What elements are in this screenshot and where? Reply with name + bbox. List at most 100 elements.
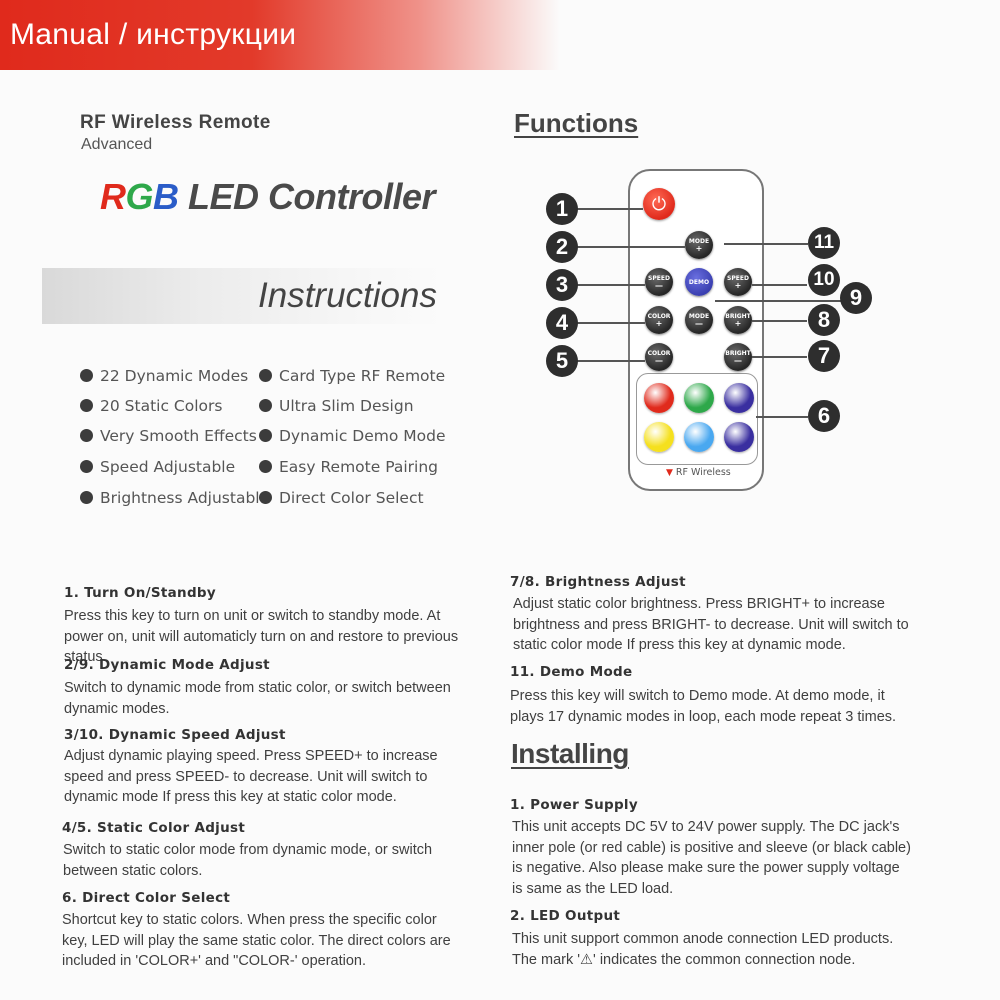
callout-number-9: 9	[840, 282, 872, 314]
feature-item: Direct Color Select	[259, 489, 424, 507]
section-title: 1. Power Supply	[510, 797, 638, 813]
color-key-sky-blue	[684, 422, 714, 452]
callout-number-3: 3	[546, 269, 578, 301]
section-title: 7/8. Brightness Adjust	[510, 574, 686, 590]
section-title: 2. LED Output	[510, 908, 621, 924]
bullet-icon	[80, 460, 93, 473]
callout-line	[752, 284, 807, 286]
color-key-green	[684, 383, 714, 413]
instructions-title: Instructions	[258, 276, 437, 315]
callout-line	[756, 416, 808, 418]
mode-minus-button: MODE—	[685, 306, 713, 334]
callout-line	[752, 320, 807, 322]
color-minus-button: COLOR—	[645, 343, 673, 371]
callout-number-1: 1	[546, 193, 578, 225]
section-body: Shortcut key to static colors. When pres…	[62, 912, 451, 969]
section-body: Press this key to turn on unit or switch…	[64, 608, 459, 665]
top-banner	[0, 0, 560, 70]
product-title: RGB LED Controller	[100, 176, 436, 218]
section-title: 2/9. Dynamic Mode Adjust	[64, 657, 270, 673]
product-title-rest: LED Controller	[178, 176, 436, 217]
feature-label: 20 Static Colors	[100, 397, 223, 415]
product-letter-r: R	[100, 176, 126, 217]
callout-number-4: 4	[546, 307, 578, 339]
section-title: 4/5. Static Color Adjust	[62, 820, 246, 836]
feature-label: Brightness Adjustable	[100, 489, 270, 507]
power-button-icon: ⏻	[643, 188, 675, 220]
section-title: 11. Demo Mode	[510, 664, 633, 680]
installing-title: Installing	[511, 738, 629, 769]
color-plus-button: COLOR+	[645, 306, 673, 334]
feature-label: Dynamic Demo Mode	[279, 427, 446, 445]
bullet-icon	[259, 399, 272, 412]
mode-plus-button: MODE+	[685, 231, 713, 259]
bullet-icon	[259, 429, 272, 442]
feature-item: Very Smooth Effects	[80, 427, 257, 445]
callout-line	[575, 322, 645, 324]
callout-line	[724, 243, 808, 245]
instructions-bar	[42, 268, 442, 324]
section-body: Adjust static color brightness. Press BR…	[513, 596, 909, 653]
color-key-red	[644, 383, 674, 413]
bullet-icon	[259, 369, 272, 382]
section-title: 1. Turn On/Standby	[64, 585, 216, 601]
callout-line	[752, 356, 807, 358]
feature-label: Direct Color Select	[279, 489, 424, 507]
feature-label: 22 Dynamic Modes	[100, 367, 249, 385]
bullet-icon	[80, 491, 93, 504]
feature-item: 22 Dynamic Modes	[80, 367, 248, 385]
section-body: This unit support common anode connectio…	[512, 931, 894, 968]
rf-remote-subtitle: Advanced	[81, 136, 153, 153]
section-body: Press this key will switch to Demo mode.…	[510, 688, 897, 725]
feature-item: Speed Adjustable	[80, 458, 235, 476]
rf-remote-title: RF Wireless Remote	[80, 112, 271, 133]
feature-item: Dynamic Demo Mode	[259, 427, 446, 445]
section-body: This unit accepts DC 5V to 24V power sup…	[512, 819, 911, 897]
callout-line	[575, 246, 685, 248]
callout-line	[575, 284, 645, 286]
product-letter-b: B	[153, 176, 179, 217]
functions-title: Functions	[514, 108, 639, 138]
feature-item: Card Type RF Remote	[259, 367, 445, 385]
section-body: Adjust dynamic playing speed. Press SPEE…	[64, 748, 438, 805]
speed-minus-button: SPEED—	[645, 268, 673, 296]
callout-number-10: 10	[808, 264, 840, 296]
bullet-icon	[80, 399, 93, 412]
feature-item: Brightness Adjustable	[80, 489, 269, 507]
section-title: 6. Direct Color Select	[62, 890, 231, 906]
callout-number-5: 5	[546, 345, 578, 377]
feature-item: Ultra Slim Design	[259, 397, 414, 415]
feature-item: Easy Remote Pairing	[259, 458, 438, 476]
demo-button: DEMO	[685, 268, 713, 296]
callout-number-7: 7	[808, 340, 840, 372]
product-letter-g: G	[125, 176, 154, 217]
color-key-violet	[724, 422, 754, 452]
bullet-icon	[80, 369, 93, 382]
callout-line	[575, 208, 643, 210]
section-title: 3/10. Dynamic Speed Adjust	[64, 727, 286, 743]
bullet-icon	[259, 460, 272, 473]
feature-label: Easy Remote Pairing	[279, 458, 438, 476]
callout-number-8: 8	[808, 304, 840, 336]
feature-label: Very Smooth Effects	[100, 427, 257, 445]
callout-number-2: 2	[546, 231, 578, 263]
callout-number-6: 6	[808, 400, 840, 432]
color-key-yellow	[644, 422, 674, 452]
feature-item: 20 Static Colors	[80, 397, 222, 415]
bright-plus-button: BRIGHT+	[724, 306, 752, 334]
bullet-icon	[259, 491, 272, 504]
feature-label: Card Type RF Remote	[279, 367, 446, 385]
color-key-purple	[724, 383, 754, 413]
section-body: Switch to static color mode from dynamic…	[63, 842, 433, 879]
callout-line	[575, 360, 645, 362]
section-body: Switch to dynamic mode from static color…	[64, 680, 451, 717]
feature-label: Speed Adjustable	[100, 458, 236, 476]
bright-minus-button: BRIGHT—	[724, 343, 752, 371]
callout-number-11: 11	[808, 227, 840, 259]
feature-label: Ultra Slim Design	[279, 397, 414, 415]
callout-line	[715, 300, 841, 302]
speed-plus-button: SPEED+	[724, 268, 752, 296]
bullet-icon	[80, 429, 93, 442]
rf-wireless-label: ▼RF Wireless	[666, 467, 731, 478]
wifi-icon: ▼	[666, 468, 673, 478]
